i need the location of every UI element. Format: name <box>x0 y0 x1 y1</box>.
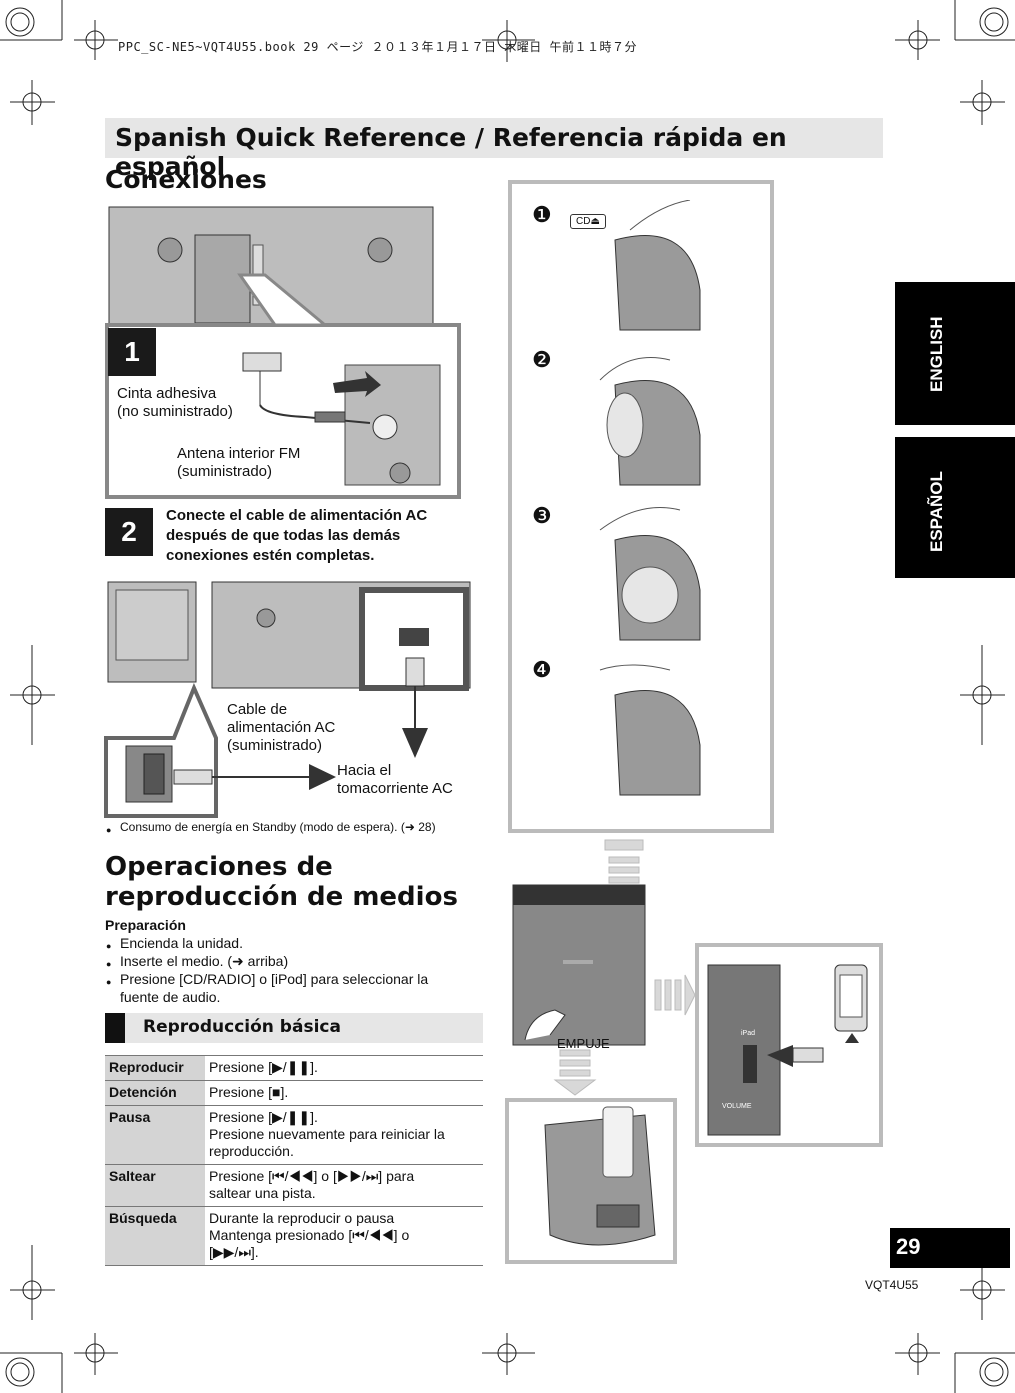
prep-item: Inserte el medio. (➜ arriba) <box>106 952 428 973</box>
antenna-label-line1: Antena interior FM <box>177 445 301 462</box>
row-key: Reproducir <box>105 1055 205 1081</box>
row-value: Presione [■]. <box>205 1080 483 1106</box>
cd-steps-panel <box>508 180 774 833</box>
panel-volume-label: VOLUME <box>722 1103 752 1110</box>
table-row: Pausa Presione [▶/❚❚]. Presione nuevamen… <box>105 1105 483 1165</box>
cd-steps-illustration <box>599 200 701 796</box>
step2-illustration <box>104 581 471 818</box>
tab-english-label: ENGLISH <box>927 316 946 392</box>
table-row: Saltear Presione [⏮/◀◀] o [▶▶/⏭] para sa… <box>105 1164 483 1207</box>
operaciones-title: Operaciones de reproducción de medios <box>105 852 458 912</box>
outlet-label-line2: tomacorriente AC <box>337 780 453 797</box>
step2-text-line3: conexiones estén completas. <box>166 547 375 564</box>
outlet-label: Hacia el tomacorriente AC <box>337 762 453 798</box>
prep-title: Preparación <box>105 917 186 933</box>
outlet-label-line1: Hacia el <box>337 762 392 779</box>
page-number-box: 29 <box>890 1228 1010 1268</box>
page-number: 29 <box>896 1234 921 1259</box>
row-key: Búsqueda <box>105 1206 205 1266</box>
table-row: Reproducir Presione [▶/❚❚]. <box>105 1055 483 1081</box>
cd-step-1-badge: ❶ <box>532 202 552 227</box>
basic-section-title: Reproducción básica <box>143 1017 341 1037</box>
cable-label-line2: alimentación AC <box>227 719 336 736</box>
controls-table: Reproducir Presione [▶/❚❚]. Detención Pr… <box>105 1055 483 1266</box>
step2-text-line1: Conecte el cable de alimentación AC <box>166 507 428 524</box>
cd-step-3-badge: ❸ <box>532 503 552 528</box>
conexiones-title: Conexiones <box>105 165 267 194</box>
banner-title: Spanish Quick Reference / Referencia ráp… <box>115 123 787 181</box>
standby-note: Consumo de energía en Standby (modo de e… <box>106 818 436 839</box>
step2-text: Conecte el cable de alimentación AC desp… <box>166 506 427 566</box>
tape-label: Cinta adhesiva (no suministrado) <box>117 385 233 421</box>
tape-label-line2: (no suministrado) <box>117 403 233 420</box>
cable-label: Cable de alimentación AC (suministrado) <box>227 701 335 755</box>
step2-number: 2 <box>105 508 153 556</box>
antenna-label: Antena interior FM (suministrado) <box>177 445 300 481</box>
basic-section-header: Reproducción básica <box>105 1013 483 1043</box>
row-value: Presione [▶/❚❚]. Presione nuevamente par… <box>205 1105 483 1165</box>
cd-eject-button: CD⏏ <box>570 214 606 229</box>
cable-label-line3: (suministrado) <box>227 737 323 754</box>
tab-espanol-label: ESPAÑOL <box>927 471 946 552</box>
cd-step-2-badge: ❷ <box>532 347 552 372</box>
print-header: PPC_SC-NE5~VQT4U55.book 29 ページ ２０１３年１月１７… <box>118 40 638 54</box>
step1-number: 1 <box>108 328 156 376</box>
prep-item: Encienda la unidad. <box>106 934 428 955</box>
basic-section-bar <box>105 1013 125 1043</box>
tab-english: ENGLISH <box>895 282 1015 425</box>
push-label: EMPUJE <box>557 1036 610 1051</box>
banner: Spanish Quick Reference / Referencia ráp… <box>105 118 883 181</box>
panel-ipod-label: iPad <box>741 1030 756 1037</box>
prep-list: Encienda la unidad. Inserte el medio. (➜… <box>106 934 428 1006</box>
row-key: Pausa <box>105 1105 205 1165</box>
cable-label-line1: Cable de <box>227 701 288 718</box>
operaciones-title-line1: Operaciones de <box>105 852 333 882</box>
tape-label-line1: Cinta adhesiva <box>117 385 217 402</box>
dock-illustration <box>505 839 883 1264</box>
prep-item: Presione [CD/RADIO] o [iPod] para selecc… <box>106 970 428 991</box>
step1-illustration <box>105 206 465 500</box>
step2-text-line2: después de que todas las demás <box>166 527 401 544</box>
row-key: Saltear <box>105 1164 205 1207</box>
table-row: Detención Presione [■]. <box>105 1080 483 1106</box>
antenna-label-line2: (suministrado) <box>177 463 273 480</box>
prep-item-continuation: fuente de audio. <box>120 989 221 1005</box>
row-value: Presione [▶/❚❚]. <box>205 1055 483 1081</box>
tab-espanol: ESPAÑOL <box>895 437 1015 578</box>
cd-step-4-badge: ❹ <box>532 657 552 682</box>
doc-code: VQT4U55 <box>865 1278 919 1292</box>
row-value: Presione [⏮/◀◀] o [▶▶/⏭] para saltear un… <box>205 1164 483 1207</box>
row-value: Durante la reproducir o pausa Mantenga p… <box>205 1206 483 1266</box>
operaciones-title-line2: reproducción de medios <box>105 882 458 912</box>
row-key: Detención <box>105 1080 205 1106</box>
table-row: Búsqueda Durante la reproducir o pausa M… <box>105 1206 483 1266</box>
